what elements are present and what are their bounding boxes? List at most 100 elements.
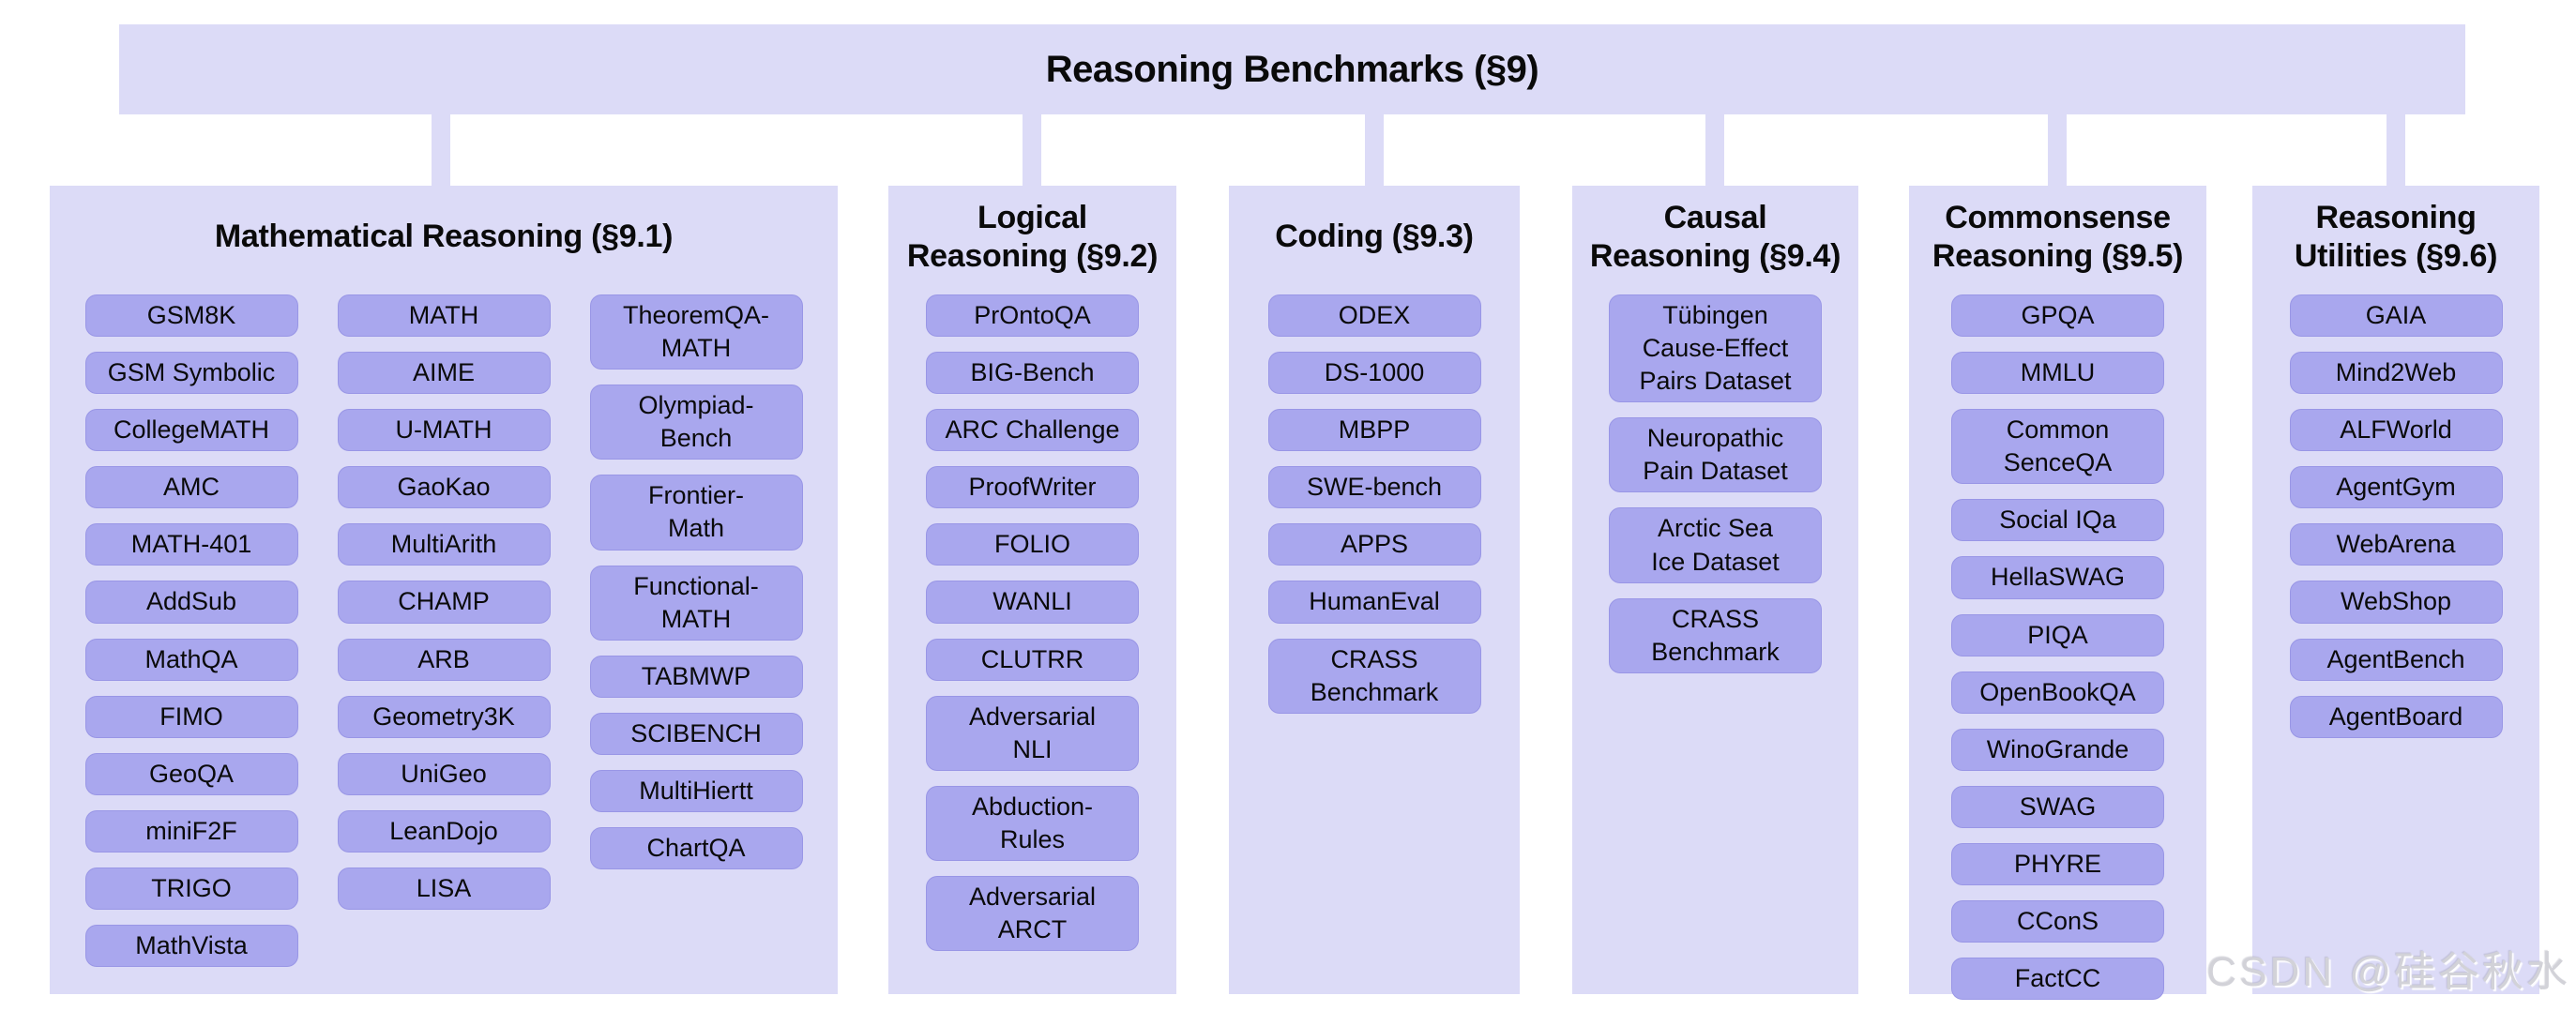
connector-line-causal [1705,113,1724,187]
panel-mathematical-reasoning: Mathematical Reasoning (§9.1) GSM8K GSM S… [50,186,838,994]
benchmark-pill: LeanDojo [337,809,551,853]
benchmark-pill: AgentGym [2289,466,2503,509]
benchmark-pill: GAIA [2289,294,2503,338]
benchmark-pill: LISA [337,867,551,911]
benchmark-pill: Abduction- Rules [926,785,1139,862]
benchmark-pill: FactCC [1951,958,2164,1001]
benchmark-pill: GaoKao [337,466,551,509]
benchmark-pill: TheoremQA- MATH [589,294,803,370]
benchmark-pill: CLUTRR [926,638,1139,681]
benchmark-pill: CollegeMATH [84,409,298,452]
benchmark-pill: Arctic Sea Ice Dataset [1609,507,1822,583]
panel-title: Mathematical Reasoning (§9.1) [214,219,674,255]
benchmark-pill: MathQA [84,638,298,681]
connector-line-utilities [2387,113,2405,187]
benchmark-pill: PrOntoQA [926,294,1139,338]
watermark-text: CSDN @硅谷秋水 [2206,949,2570,995]
benchmark-pill: BIG-Bench [926,352,1139,395]
benchmark-pill: MathVista [84,925,298,968]
benchmark-pill: Neuropathic Pain Dataset [1609,417,1822,493]
benchmark-pill: Tübingen Cause-Effect Pairs Dataset [1609,294,1822,403]
benchmark-pill: ChartQA [589,827,803,870]
benchmark-pill: MATH [337,294,551,338]
benchmark-pill: Social IQa [1951,499,2164,542]
panel-title: Logical Reasoning (§9.2) [906,199,1159,274]
panel-causal-reasoning: Causal Reasoning (§9.4) Tübingen Cause-E… [1572,186,1858,994]
benchmark-pill: GSM Symbolic [84,352,298,395]
benchmark-pill: MATH-401 [84,523,298,566]
benchmark-pill: WinoGrande [1951,728,2164,771]
benchmark-pill: SCIBENCH [589,712,803,755]
benchmark-pill: AgentBoard [2289,695,2503,738]
benchmark-pill: MBPP [1267,409,1481,452]
benchmark-pill: CRASS Benchmark [1267,638,1481,714]
root-node: Reasoning Benchmarks (§9) [119,24,2465,114]
benchmark-pill: ALFWorld [2289,409,2503,452]
benchmark-pill: UniGeo [337,752,551,795]
benchmark-pill: ProofWriter [926,466,1139,509]
benchmark-pill: CConS [1951,900,2164,943]
benchmark-pill: Olympiad- Bench [589,385,803,460]
benchmark-pill: GeoQA [84,752,298,795]
benchmark-pill: WebArena [2289,523,2503,566]
benchmark-pill: ARC Challenge [926,409,1139,452]
benchmark-pill: MultiArith [337,523,551,566]
benchmark-pill: U-MATH [337,409,551,452]
benchmark-pill: WANLI [926,581,1139,624]
benchmark-pill: CRASS Benchmark [1609,597,1822,673]
panel-title: Coding (§9.3) [1275,219,1474,255]
benchmark-pill: DS-1000 [1267,352,1481,395]
panel-title: Commonsense Reasoning (§9.5) [1932,199,2184,274]
benchmark-pill: MMLU [1951,352,2164,395]
benchmark-pill: ODEX [1267,294,1481,338]
benchmark-pill: HellaSWAG [1951,556,2164,599]
benchmark-pill: SWAG [1951,785,2164,828]
benchmark-pill: Frontier- Math [589,475,803,551]
benchmark-pill: Adversarial NLI [926,695,1139,771]
benchmark-pill: GSM8K [84,294,298,338]
diagram-title: Reasoning Benchmarks (§9) [1045,48,1539,90]
benchmark-pill: HumanEval [1267,581,1481,624]
benchmark-pill: PHYRE [1951,842,2164,886]
panel-title: Reasoning Utilities (§9.6) [2294,199,2498,274]
benchmark-pill: Common SenceQA [1951,409,2164,485]
benchmark-pill: WebShop [2289,581,2503,624]
panel-commonsense-reasoning: Commonsense Reasoning (§9.5) GPQA MMLU Com… [1909,186,2206,1001]
benchmark-pill: AgentBench [2289,638,2503,681]
benchmark-pill: GPQA [1951,294,2164,338]
benchmark-pill: Adversarial ARCT [926,876,1139,952]
benchmark-pill: miniF2F [84,809,298,853]
benchmark-pill: APPS [1267,523,1481,566]
benchmark-pill: Geometry3K [337,695,551,738]
benchmark-pill: AMC [84,466,298,509]
benchmark-pill: ARB [337,638,551,681]
panel-title: Causal Reasoning (§9.4) [1589,199,1841,274]
benchmark-pill: CHAMP [337,581,551,624]
connector-line-commonsense [2048,113,2067,187]
connector-line-coding [1365,113,1384,187]
benchmark-pill: FOLIO [926,523,1139,566]
benchmark-pill: AddSub [84,581,298,624]
benchmark-pill: MultiHiertt [589,769,803,813]
benchmark-pill: FIMO [84,695,298,738]
connector-line-mathematical [432,113,450,187]
benchmark-pill: Mind2Web [2289,352,2503,395]
benchmark-pill: TABMWP [589,655,803,698]
